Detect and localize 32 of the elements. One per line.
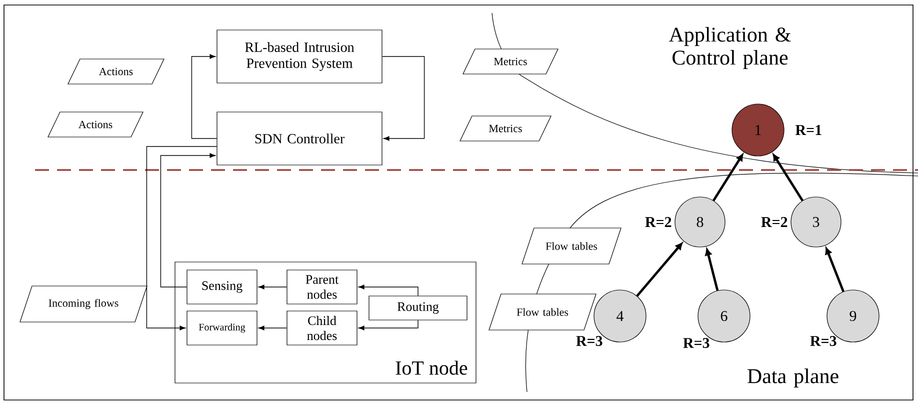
rank-label: R=1 bbox=[795, 125, 822, 135]
rank-label: R=2 bbox=[761, 217, 788, 227]
arrow bbox=[258, 284, 288, 290]
arrow bbox=[146, 146, 218, 330]
arrow bbox=[191, 54, 218, 139]
arrow bbox=[636, 242, 682, 297]
data-parallelogram: Flow tables bbox=[488, 294, 596, 330]
arrow bbox=[358, 284, 418, 296]
data-parallelogram: Metrics bbox=[460, 116, 552, 142]
data-parallelogram: Actions bbox=[68, 58, 164, 84]
process-box: Sensing bbox=[186, 270, 258, 304]
arrow bbox=[258, 326, 288, 330]
arrow bbox=[825, 248, 844, 292]
arrow bbox=[160, 153, 216, 288]
rank-label: R=2 bbox=[645, 217, 672, 227]
arrow bbox=[772, 154, 804, 202]
data-parallelogram: Actions bbox=[48, 112, 144, 138]
data-parallelogram: Flow tables bbox=[522, 228, 622, 264]
plane-title: Application & Control plane bbox=[668, 26, 791, 70]
process-box: Routing bbox=[368, 296, 468, 320]
process-box: Parent nodes bbox=[286, 270, 358, 304]
plane-title: Data plane bbox=[748, 368, 838, 388]
arrow bbox=[358, 320, 418, 330]
arrow bbox=[705, 248, 719, 291]
process-box: RL-based Intrusion Prevention System bbox=[216, 30, 382, 84]
process-box: Forwarding bbox=[186, 310, 258, 346]
arrow bbox=[382, 56, 425, 141]
process-box: SDN Controller bbox=[216, 112, 382, 166]
data-parallelogram: Incoming flows bbox=[20, 286, 148, 322]
data-parallelogram: Metrics bbox=[462, 48, 558, 74]
process-box: Child nodes bbox=[286, 310, 358, 346]
arrow bbox=[712, 154, 744, 202]
